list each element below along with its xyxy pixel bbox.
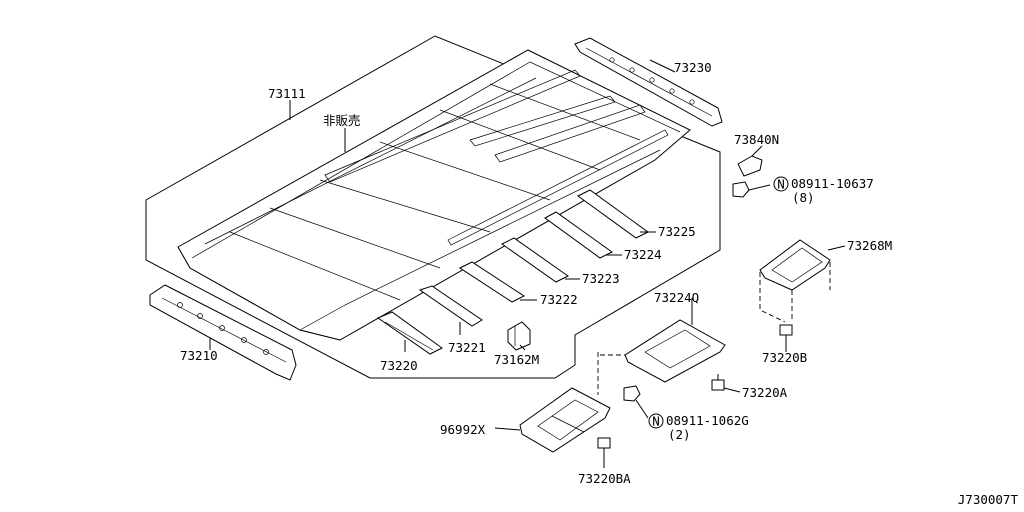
nut-symbol-text-2: N bbox=[652, 414, 660, 429]
label-not-for-sale: 非販売 bbox=[323, 113, 361, 128]
diagram-code: J730007T bbox=[958, 492, 1019, 507]
bracket-96992X bbox=[519, 387, 611, 453]
roof-bow-73221 bbox=[418, 285, 483, 327]
label-73224Q: 73224Q bbox=[654, 290, 699, 305]
label-73210: 73210 bbox=[180, 348, 218, 363]
nut-symbol-2: N bbox=[648, 413, 664, 429]
label-73221: 73221 bbox=[448, 340, 486, 355]
label-73225: 73225 bbox=[658, 224, 696, 239]
nut-08911-1062G bbox=[597, 352, 641, 402]
roof-bow-73222 bbox=[458, 261, 526, 303]
roof-panel bbox=[177, 49, 691, 341]
label-73268M: 73268M bbox=[847, 238, 892, 253]
label-08911-1062G-qty: (2) bbox=[668, 427, 691, 442]
roof-bow-73220 bbox=[376, 311, 443, 355]
label-08911-10637-qty: (8) bbox=[792, 190, 815, 205]
label-73224: 73224 bbox=[624, 247, 662, 262]
bracket-73268M bbox=[759, 239, 831, 323]
bolt-73220A bbox=[711, 374, 725, 391]
clip-73162M bbox=[507, 321, 531, 351]
label-73222: 73222 bbox=[540, 292, 578, 307]
label-73220: 73220 bbox=[380, 358, 418, 373]
label-73220A: 73220A bbox=[742, 385, 788, 400]
roof-bow-73225 bbox=[577, 189, 649, 239]
bracket-73840N bbox=[737, 155, 763, 177]
nut-symbol-text-1: N bbox=[777, 177, 785, 192]
bracket-73224Q bbox=[600, 319, 726, 383]
label-96992X: 96992X bbox=[440, 422, 486, 437]
nut-08911-10637 bbox=[732, 181, 750, 198]
label-73220BA: 73220BA bbox=[578, 471, 631, 486]
label-73230: 73230 bbox=[674, 60, 712, 75]
label-08911-1062G: 08911-1062G bbox=[666, 413, 749, 428]
roof-bow-73224 bbox=[544, 211, 613, 259]
label-73162M: 73162M bbox=[494, 352, 539, 367]
label-73111: 73111 bbox=[268, 86, 306, 101]
label-08911-10637: 08911-10637 bbox=[791, 176, 874, 191]
rear-rail-73230 bbox=[574, 37, 723, 127]
front-rail-73210 bbox=[149, 284, 297, 381]
roof-bow-73223 bbox=[501, 237, 569, 283]
label-73840N: 73840N bbox=[734, 132, 779, 147]
leader-lines bbox=[209, 59, 846, 468]
label-73220B: 73220B bbox=[762, 350, 807, 365]
label-73223: 73223 bbox=[582, 271, 620, 286]
bolt-73220B bbox=[779, 324, 793, 346]
nut-symbol-1: N bbox=[773, 176, 789, 192]
bolt-73220BA bbox=[597, 437, 611, 462]
